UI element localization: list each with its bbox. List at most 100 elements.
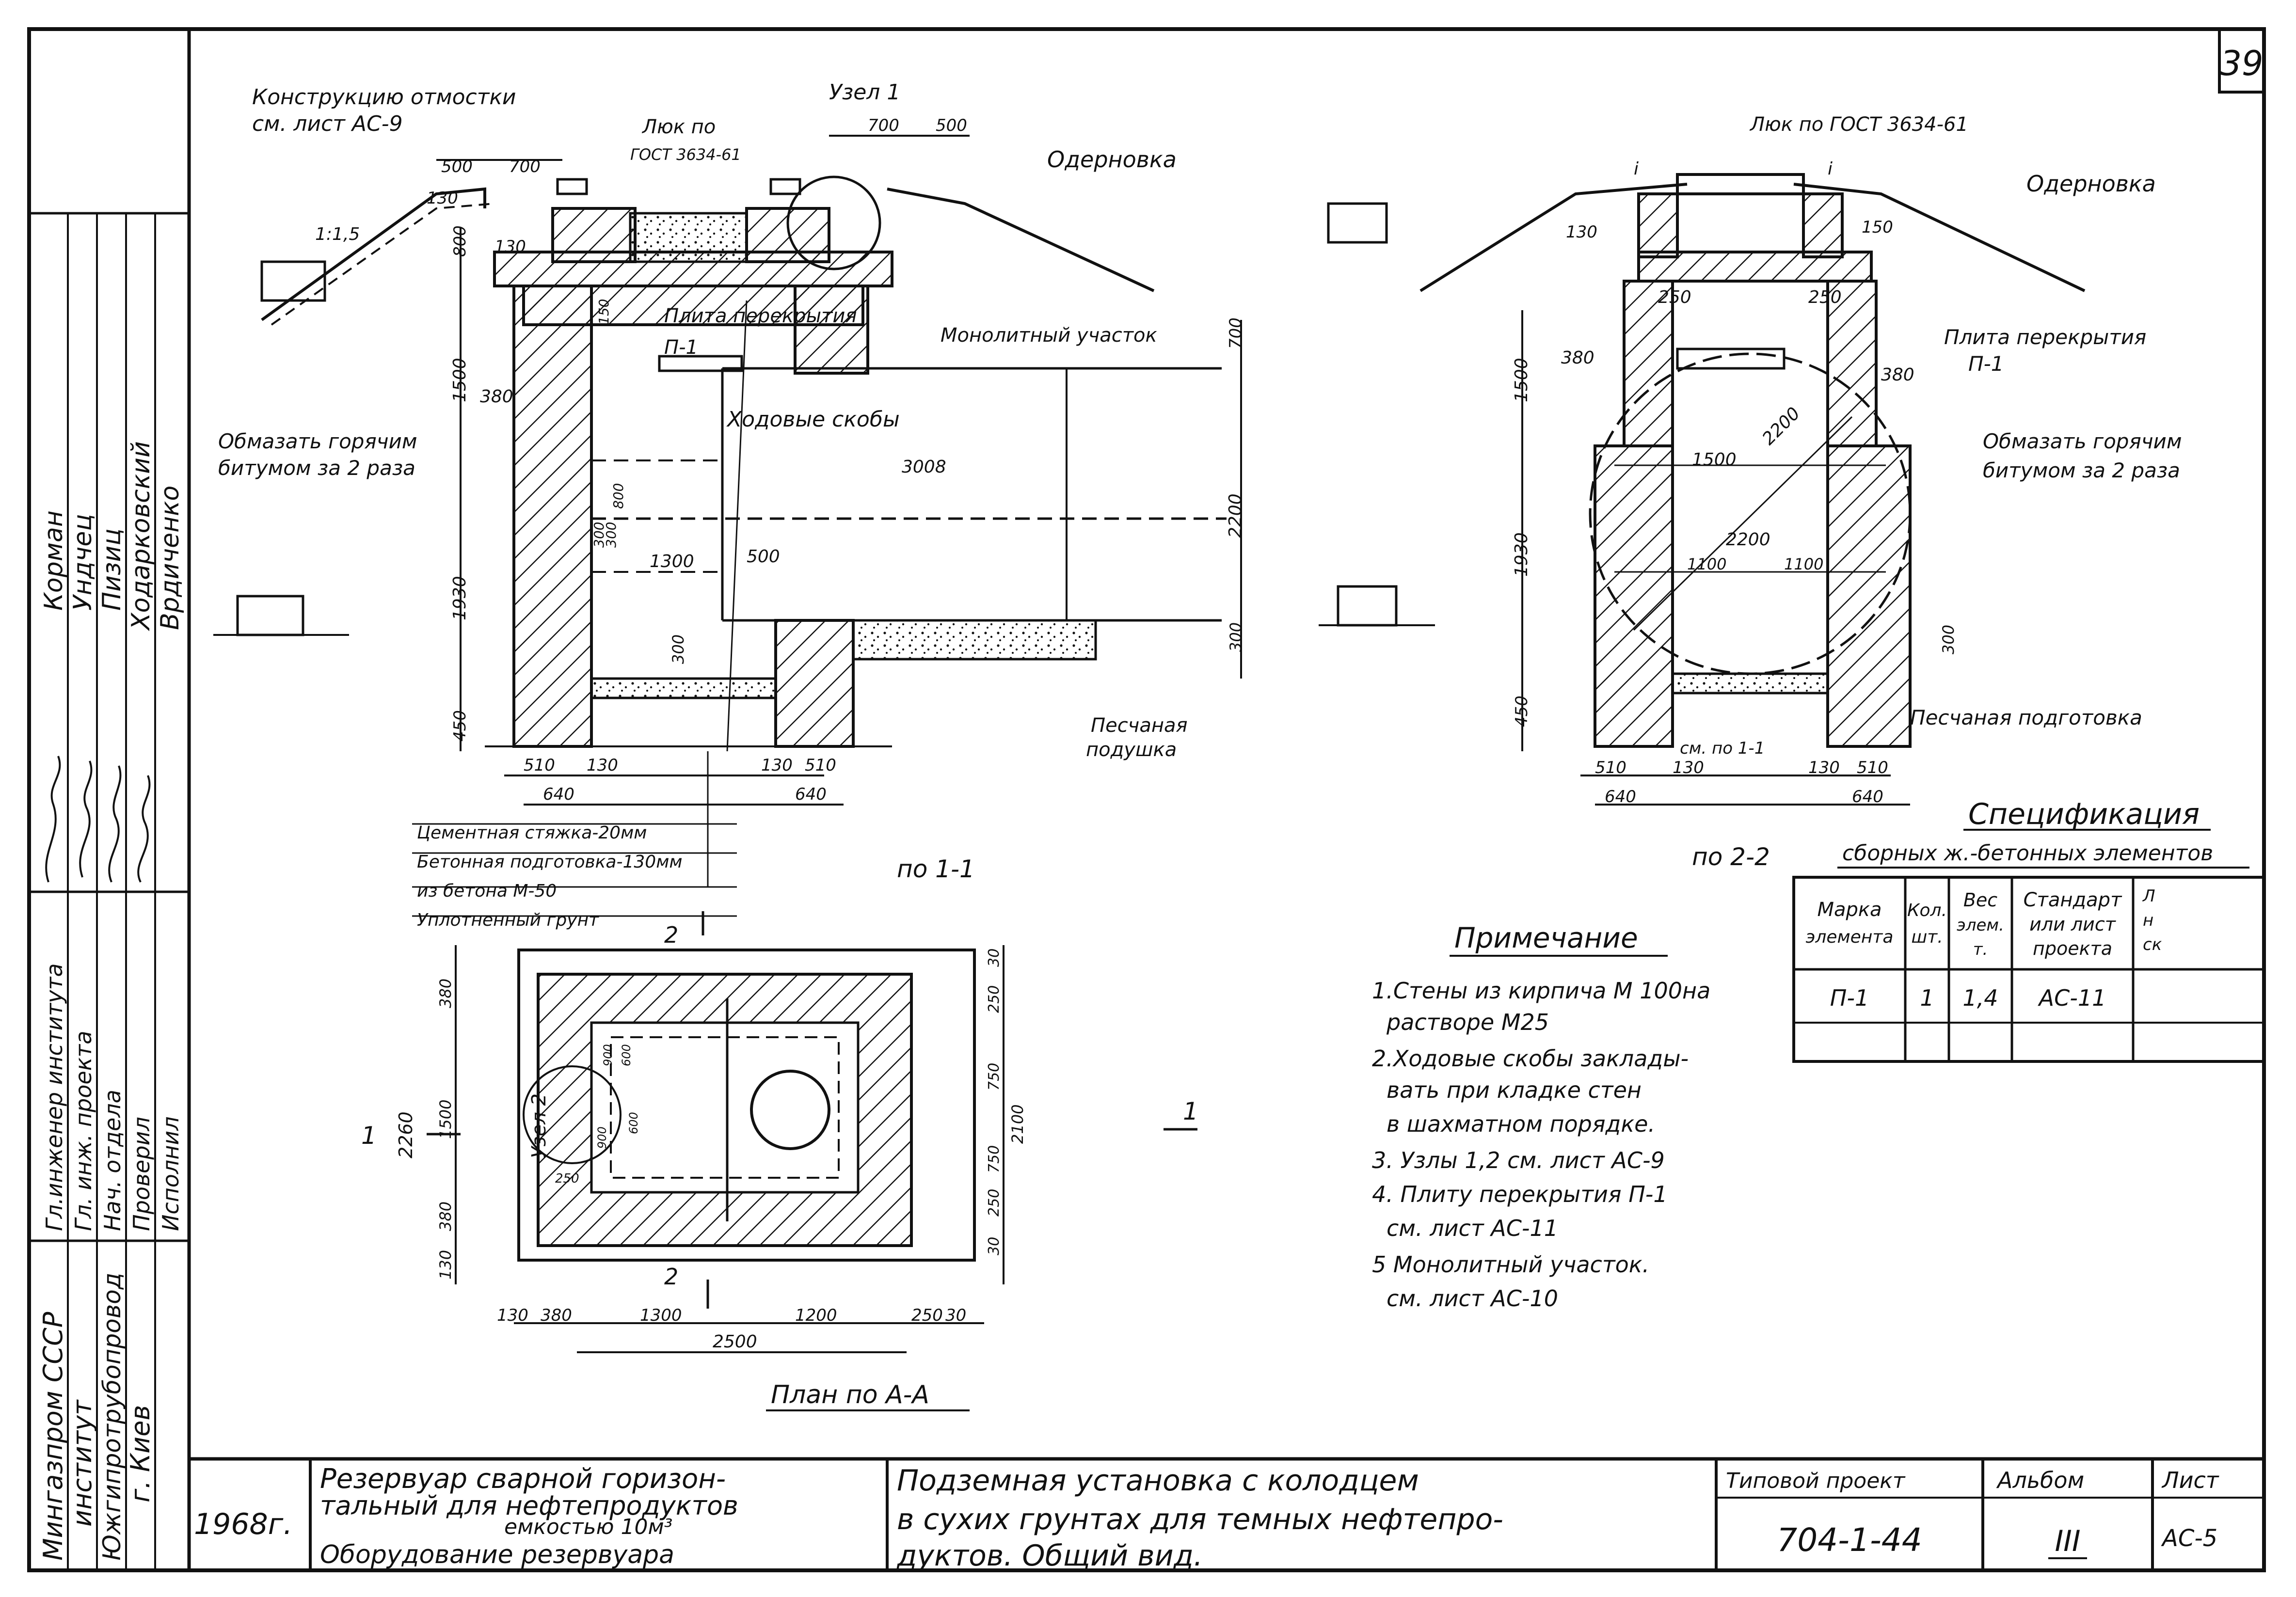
stamp-role-4: Исполнил (158, 1116, 184, 1231)
dim2-380a: 380 (1561, 348, 1594, 368)
title-sheet-0: Подземная установка с колодцем (897, 1464, 1419, 1498)
side-stamp: Мингазпром СССР институт Южгипротрубопро… (29, 212, 189, 1570)
dim2-2200b: 2200 (1726, 530, 1770, 550)
sheet-number-box (2218, 28, 2265, 94)
caption-1-1: по 1-1 (897, 855, 975, 883)
title-object-3: Оборудование резервуара (320, 1540, 674, 1569)
stamp-role-2: Нач. отдела (99, 1090, 126, 1231)
dim-800: 800 (450, 225, 470, 257)
plan-a-a: 1 1 2 2 Узел 2 2260 380 1500 380 130 250… (361, 911, 1198, 1411)
dim-700b: 700 (868, 116, 899, 135)
label-node2: Узел 2 (528, 1093, 550, 1158)
label-node1: Узел 1 (829, 80, 900, 105)
dim2-1100a: 1100 (1687, 555, 1726, 573)
dim-130d: 130 (761, 756, 793, 775)
dim2-130a: 130 (1566, 222, 1597, 242)
label-otmostka-1: см. лист АС-9 (252, 111, 403, 136)
caption-2-2: по 2-2 (1692, 843, 1770, 871)
dim2-250b: 250 (1808, 287, 1842, 307)
dim-700a: 700 (509, 157, 541, 176)
title-album-number: III (2055, 1524, 2080, 1558)
label-hatch-2: Люк по ГОСТ 3634-61 (1749, 113, 1968, 136)
dim-640a: 640 (543, 785, 574, 804)
label-sand-1: подушка (1086, 739, 1177, 761)
label-sod: Одерновка (1047, 146, 1177, 173)
specification: Спецификация сборных ж.-бетонных элемент… (1792, 797, 2265, 1063)
spec-h2-1: элем. (1957, 916, 2004, 935)
label-base-0: Цементная стяжка-20мм (417, 823, 647, 843)
title-project-label: Типовой проект (1726, 1469, 1906, 1493)
spec-subtitle: сборных ж.-бетонных элементов (1842, 841, 2213, 866)
plan-dim-1200: 1200 (795, 1306, 837, 1325)
label-bitumen2-0: Обмазать горячим (1983, 429, 2182, 453)
dim2-130c: 130 (1808, 758, 1840, 777)
dim-640b: 640 (795, 785, 827, 804)
plan-cut-1-right: 1 (1183, 1097, 1198, 1125)
label-bitumen-0: Обмазать горячим (218, 429, 417, 453)
spec-h1-1: шт. (1911, 927, 1943, 947)
dim-300e: 300 (1227, 622, 1245, 652)
title-sheet-label: Лист (2161, 1467, 2219, 1493)
dim-300b: 300 (603, 522, 619, 548)
note-line-6: 4. Плиту перекрытия П-1 (1372, 1181, 1668, 1207)
stamp-name-0: Корман (39, 510, 68, 611)
label-monolith: Монолитный участок (941, 324, 1157, 347)
label-rungs: Ходовые скобы (726, 407, 900, 432)
label-hatch-0: Люк по (641, 116, 716, 138)
dim-130a: 130 (494, 237, 526, 256)
dim-500b: 500 (936, 116, 967, 135)
notes-title: Примечание (1454, 921, 1638, 954)
spec-h4-0: Л (2142, 886, 2155, 906)
dim-2200: 2200 (1226, 493, 1245, 538)
dim-130c: 130 (587, 756, 618, 775)
stamp-role-0: Гл.инженер института (41, 963, 67, 1231)
plan-dim-30c: 30 (945, 1306, 966, 1325)
dim2-150: 150 (1862, 218, 1893, 237)
dim2-1500b: 1500 (1692, 450, 1737, 470)
stamp-role-3: Проверил (128, 1117, 155, 1231)
plan-dim-250d: 250 (555, 1171, 579, 1186)
note-line-5: 3. Узлы 1,2 см. лист АС-9 (1372, 1147, 1665, 1173)
dim-150: 150 (596, 299, 612, 325)
title-album-label: Альбом (1996, 1467, 2084, 1493)
note-line-1: раствоpе М25 (1386, 1009, 1549, 1035)
note-line-8: 5 Монолитный участок. (1372, 1251, 1649, 1278)
title-sheet-code: АС-5 (2161, 1525, 2217, 1552)
stamp-name-4: Врдиченко (156, 486, 185, 630)
note-line-0: 1.Стены из кирпича М 100на (1372, 978, 1710, 1004)
sheet-frame: 39 (27, 27, 2266, 1572)
label-slab2-1: П-1 (1968, 352, 2004, 376)
dim-300d: 300 (669, 634, 687, 664)
dim2-510b: 510 (1857, 758, 1888, 777)
title-object-2: емкостью 10м³ (504, 1515, 672, 1539)
dim-510a: 510 (524, 756, 555, 775)
sheet-number: 39 (2220, 44, 2263, 83)
plan-dim-250b: 250 (986, 1189, 1003, 1217)
spec-title: Спецификация (1968, 797, 2200, 831)
label-slab-0: Плита перекрытия (664, 305, 857, 327)
dim2-i1: i (1634, 159, 1639, 179)
stamp-org-2: Южгипротрубопровод (98, 1273, 126, 1561)
plan-dim-250: 250 (986, 985, 1003, 1013)
plan-dim-250c: 250 (911, 1306, 943, 1325)
spec-h0-1: элемента (1806, 927, 1894, 947)
note-line-4: в шахматном порядке. (1387, 1111, 1655, 1137)
plan-dim-130a: 130 (436, 1250, 455, 1280)
label-base-2: из бетона М-50 (417, 881, 557, 901)
spec-r0-c3: АС-11 (2038, 985, 2106, 1011)
plan-dim-600: 600 (620, 1044, 633, 1066)
note-line-2: 2.Ходовые скобы заклады- (1372, 1045, 1689, 1072)
dim-700c: 700 (1226, 317, 1245, 349)
dim2-380b: 380 (1881, 365, 1914, 385)
dim-slope: 1:1,5 (315, 224, 360, 244)
dim-3008: 3008 (902, 457, 946, 477)
label-base-1: Бетонная подготовка-130мм (417, 852, 683, 872)
plan-dim-2100: 2100 (1008, 1105, 1027, 1144)
plan-dim-900: 900 (601, 1044, 615, 1066)
label-sand-0: Песчаная (1091, 714, 1188, 737)
title-sheet-1: в сухих грунтах для темных нефтепро- (897, 1502, 1503, 1536)
spec-h0-0: Марка (1817, 899, 1881, 921)
stamp-org-0: Мингазпром СССР (38, 1312, 68, 1561)
dim-130b: 130 (427, 189, 458, 208)
